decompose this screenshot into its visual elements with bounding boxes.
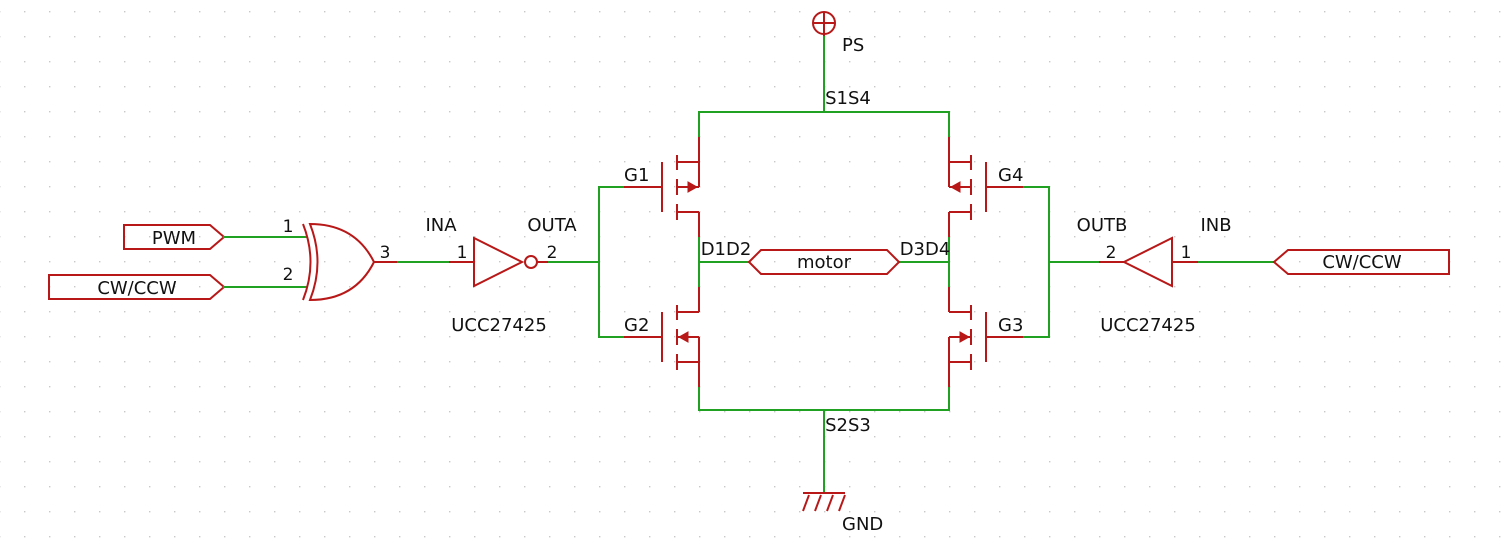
net-s2s3: S2S3 bbox=[825, 415, 871, 436]
power-label-ps: PS bbox=[842, 35, 864, 56]
inverter-driver-a[interactable]: 1 2 bbox=[449, 236, 558, 288]
buffer-driver-b[interactable]: 2 1 bbox=[1099, 236, 1199, 288]
driver-b-pin-out: 2 bbox=[1106, 243, 1117, 263]
port-cwccw-right[interactable]: CW/CCW bbox=[1272, 249, 1450, 275]
driver-a-pin-in: 1 bbox=[457, 243, 468, 263]
gate-label-g2: G2 bbox=[624, 315, 649, 336]
gate-label-g3: G3 bbox=[998, 315, 1023, 336]
port-pwm-label: PWM bbox=[152, 228, 196, 249]
driver-a-part: UCC27425 bbox=[451, 315, 547, 336]
xor-pin2: 2 bbox=[283, 265, 294, 285]
mosfet-q1[interactable] bbox=[624, 137, 700, 237]
net-ina: INA bbox=[425, 215, 457, 236]
power-supply-symbol bbox=[812, 11, 836, 37]
port-motor-label: motor bbox=[797, 252, 852, 273]
port-cwccw-right-label: CW/CCW bbox=[1322, 252, 1402, 273]
port-cwccw-left[interactable]: CW/CCW bbox=[48, 274, 226, 300]
xor-pin1: 1 bbox=[283, 217, 294, 237]
driver-a-pin-out: 2 bbox=[547, 243, 558, 263]
driver-b-part: UCC27425 bbox=[1100, 315, 1196, 336]
mosfet-q3[interactable] bbox=[948, 287, 1024, 387]
net-outb: OUTB bbox=[1077, 215, 1128, 236]
net-outa: OUTA bbox=[527, 215, 577, 236]
net-inb: INB bbox=[1200, 215, 1231, 236]
driver-b-pin-in: 1 bbox=[1181, 243, 1192, 263]
port-motor[interactable]: motor bbox=[747, 249, 901, 275]
net-d1d2: D1D2 bbox=[701, 239, 752, 260]
gate-label-g1: G1 bbox=[624, 165, 649, 186]
gate-label-g4: G4 bbox=[998, 165, 1023, 186]
ground-symbol bbox=[802, 492, 846, 512]
port-pwm[interactable]: PWM bbox=[123, 224, 226, 250]
net-s1s4: S1S4 bbox=[825, 88, 871, 109]
xor-pin3: 3 bbox=[380, 243, 391, 263]
mosfet-q4[interactable] bbox=[948, 137, 1024, 237]
xor-gate[interactable]: 1 2 3 bbox=[283, 217, 398, 302]
mosfet-q2[interactable] bbox=[624, 287, 700, 387]
port-cwccw-left-label: CW/CCW bbox=[97, 278, 177, 299]
net-d3d4: D3D4 bbox=[900, 239, 951, 260]
power-label-gnd: GND bbox=[842, 514, 883, 535]
